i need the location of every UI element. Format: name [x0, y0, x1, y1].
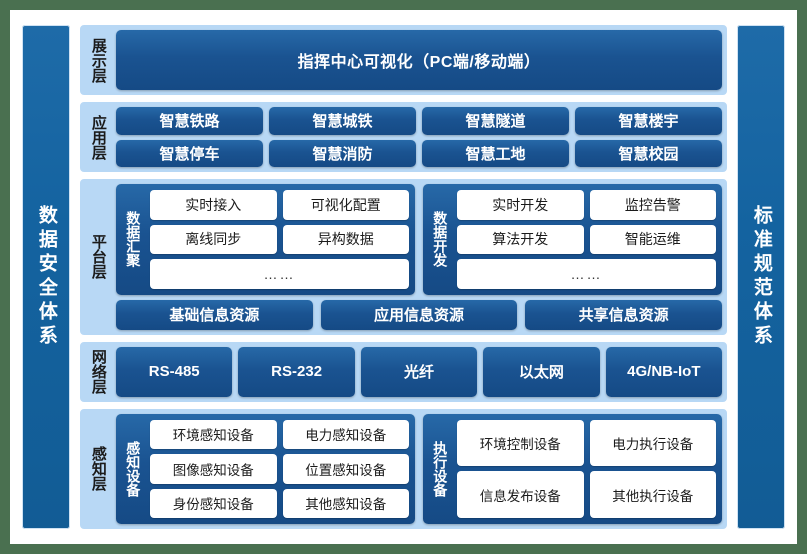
sensing-item[interactable]: 身份感知设备 — [150, 488, 277, 518]
application-row-1: 智慧铁路 智慧城铁 智慧隧道 智慧楼宇 — [116, 107, 722, 135]
panel-row: 实时开发 监控告警 — [457, 190, 716, 220]
platform-item[interactable]: 可视化配置 — [282, 190, 409, 220]
layer-label-presentation: 展示层 — [89, 37, 107, 83]
platform-item-ellipsis[interactable]: …… — [457, 259, 716, 289]
app-item[interactable]: 智慧铁路 — [116, 107, 263, 135]
application-row-2: 智慧停车 智慧消防 智慧工地 智慧校园 — [116, 139, 722, 167]
platform-item[interactable]: 智能运维 — [589, 224, 716, 254]
network-item[interactable]: 以太网 — [483, 346, 600, 397]
actuator-item[interactable]: 电力执行设备 — [589, 419, 716, 467]
app-item[interactable]: 智慧城铁 — [269, 107, 416, 135]
band-network: 网络层 RS-485 RS-232 光纤 以太网 4G/NB-IoT — [79, 340, 728, 403]
panel-row: …… — [150, 259, 409, 289]
network-item[interactable]: 光纤 — [360, 346, 478, 397]
sensing-item[interactable]: 其他感知设备 — [282, 488, 409, 518]
panel-title-data-development: 数据开发 — [432, 211, 449, 268]
panel-sensing-devices: 感知设备 环境感知设备 电力感知设备 图像感知设备 位置感知设备 — [116, 413, 415, 524]
app-item[interactable]: 智慧校园 — [575, 139, 722, 167]
right-pillar-label: 标准规范体系 — [750, 205, 772, 349]
panel-grid-data-development: 实时开发 监控告警 算法开发 智能运维 …… — [457, 190, 716, 289]
sensing-panels: 感知设备 环境感知设备 电力感知设备 图像感知设备 位置感知设备 — [116, 413, 722, 524]
left-pillar-data-security: 数据安全体系 — [21, 24, 71, 530]
layer-label-network: 网络层 — [89, 349, 107, 394]
platform-panels: 数据汇聚 实时接入 可视化配置 离线同步 异构数据 — [116, 184, 722, 295]
panel-row: …… — [457, 259, 716, 289]
app-item[interactable]: 智慧隧道 — [422, 107, 569, 135]
panel-row: 信息发布设备 其他执行设备 — [457, 471, 716, 518]
panel-data-aggregation: 数据汇聚 实时接入 可视化配置 离线同步 异构数据 — [116, 184, 415, 295]
resource-item[interactable]: 共享信息资源 — [525, 299, 723, 330]
resource-item[interactable]: 应用信息资源 — [320, 299, 518, 330]
resource-item[interactable]: 基础信息资源 — [116, 299, 313, 330]
platform-item[interactable]: 异构数据 — [282, 224, 409, 254]
platform-resource-row: 基础信息资源 应用信息资源 共享信息资源 — [116, 299, 723, 330]
panel-row: 离线同步 异构数据 — [150, 224, 409, 254]
actuator-item[interactable]: 其他执行设备 — [589, 471, 716, 518]
architecture-card: 数据安全体系 展示层 指挥中心可视化（PC端/移动端） 应用层 — [10, 10, 797, 544]
panel-actuator-devices: 执行设备 环境控制设备 电力执行设备 信息发布设备 其他执行设备 — [423, 413, 722, 524]
platform-item[interactable]: 实时开发 — [457, 190, 584, 220]
panel-row: 身份感知设备 其他感知设备 — [150, 488, 409, 518]
platform-item[interactable]: 算法开发 — [457, 224, 584, 254]
actuator-item[interactable]: 信息发布设备 — [457, 471, 584, 518]
panel-row: 图像感知设备 位置感知设备 — [150, 454, 409, 484]
panel-row: 算法开发 智能运维 — [457, 224, 716, 254]
band-platform: 平台层 数据汇聚 实时接入 可视化配置 — [79, 178, 728, 336]
platform-item[interactable]: 监控告警 — [589, 190, 716, 220]
network-row: RS-485 RS-232 光纤 以太网 4G/NB-IoT — [116, 346, 723, 397]
sensing-item[interactable]: 电力感知设备 — [282, 419, 409, 449]
right-pillar-standards: 标准规范体系 — [736, 24, 786, 530]
app-item[interactable]: 智慧楼宇 — [575, 107, 722, 135]
layer-label-platform: 平台层 — [89, 234, 107, 280]
layer-label-application: 应用层 — [89, 114, 107, 160]
panel-title-actuator-devices: 执行设备 — [432, 440, 449, 497]
layer-label-sensing: 感知层 — [89, 446, 107, 492]
sensing-item[interactable]: 位置感知设备 — [282, 454, 409, 484]
sensing-item[interactable]: 图像感知设备 — [150, 454, 277, 484]
app-item[interactable]: 智慧消防 — [269, 139, 416, 167]
panel-data-development: 数据开发 实时开发 监控告警 算法开发 智能运维 — [423, 184, 722, 295]
layer-stack: 展示层 指挥中心可视化（PC端/移动端） 应用层 智慧铁路 智慧城铁 智慧隧道 … — [79, 24, 728, 530]
platform-item[interactable]: 离线同步 — [150, 224, 277, 254]
panel-title-data-aggregation: 数据汇聚 — [125, 211, 142, 268]
band-application: 应用层 智慧铁路 智慧城铁 智慧隧道 智慧楼宇 智慧停车 智慧消防 智慧工地 智… — [79, 101, 728, 173]
network-body: RS-485 RS-232 光纤 以太网 4G/NB-IoT — [116, 346, 723, 397]
presentation-body: 指挥中心可视化（PC端/移动端） — [116, 30, 722, 90]
network-item[interactable]: 4G/NB-IoT — [605, 346, 723, 397]
application-body: 智慧铁路 智慧城铁 智慧隧道 智慧楼宇 智慧停车 智慧消防 智慧工地 智慧校园 — [116, 107, 722, 167]
platform-body: 数据汇聚 实时接入 可视化配置 离线同步 异构数据 — [116, 184, 723, 330]
panel-grid-data-aggregation: 实时接入 可视化配置 离线同步 异构数据 …… — [150, 190, 409, 289]
platform-item[interactable]: 实时接入 — [150, 190, 277, 220]
band-presentation: 展示层 指挥中心可视化（PC端/移动端） — [79, 24, 728, 96]
app-item[interactable]: 智慧停车 — [116, 139, 263, 167]
panel-row: 环境控制设备 电力执行设备 — [457, 419, 716, 467]
panel-row: 环境感知设备 电力感知设备 — [150, 419, 409, 449]
band-sensing: 感知层 感知设备 环境感知设备 电力感知设备 — [79, 407, 728, 530]
presentation-hero-box[interactable]: 指挥中心可视化（PC端/移动端） — [116, 30, 722, 90]
network-item[interactable]: RS-485 — [116, 346, 233, 397]
panel-row: 实时接入 可视化配置 — [150, 190, 409, 220]
sensing-item[interactable]: 环境感知设备 — [150, 419, 277, 449]
network-item[interactable]: RS-232 — [238, 346, 355, 397]
panel-grid-actuator-devices: 环境控制设备 电力执行设备 信息发布设备 其他执行设备 — [457, 419, 716, 518]
platform-item-ellipsis[interactable]: …… — [150, 259, 409, 289]
left-pillar-label: 数据安全体系 — [35, 205, 57, 349]
panel-title-sensing-devices: 感知设备 — [125, 440, 142, 497]
app-item[interactable]: 智慧工地 — [422, 139, 569, 167]
actuator-item[interactable]: 环境控制设备 — [457, 419, 584, 467]
panel-grid-sensing-devices: 环境感知设备 电力感知设备 图像感知设备 位置感知设备 身份感知设备 其他感知设… — [150, 419, 409, 518]
sensing-body: 感知设备 环境感知设备 电力感知设备 图像感知设备 位置感知设备 — [116, 413, 722, 524]
